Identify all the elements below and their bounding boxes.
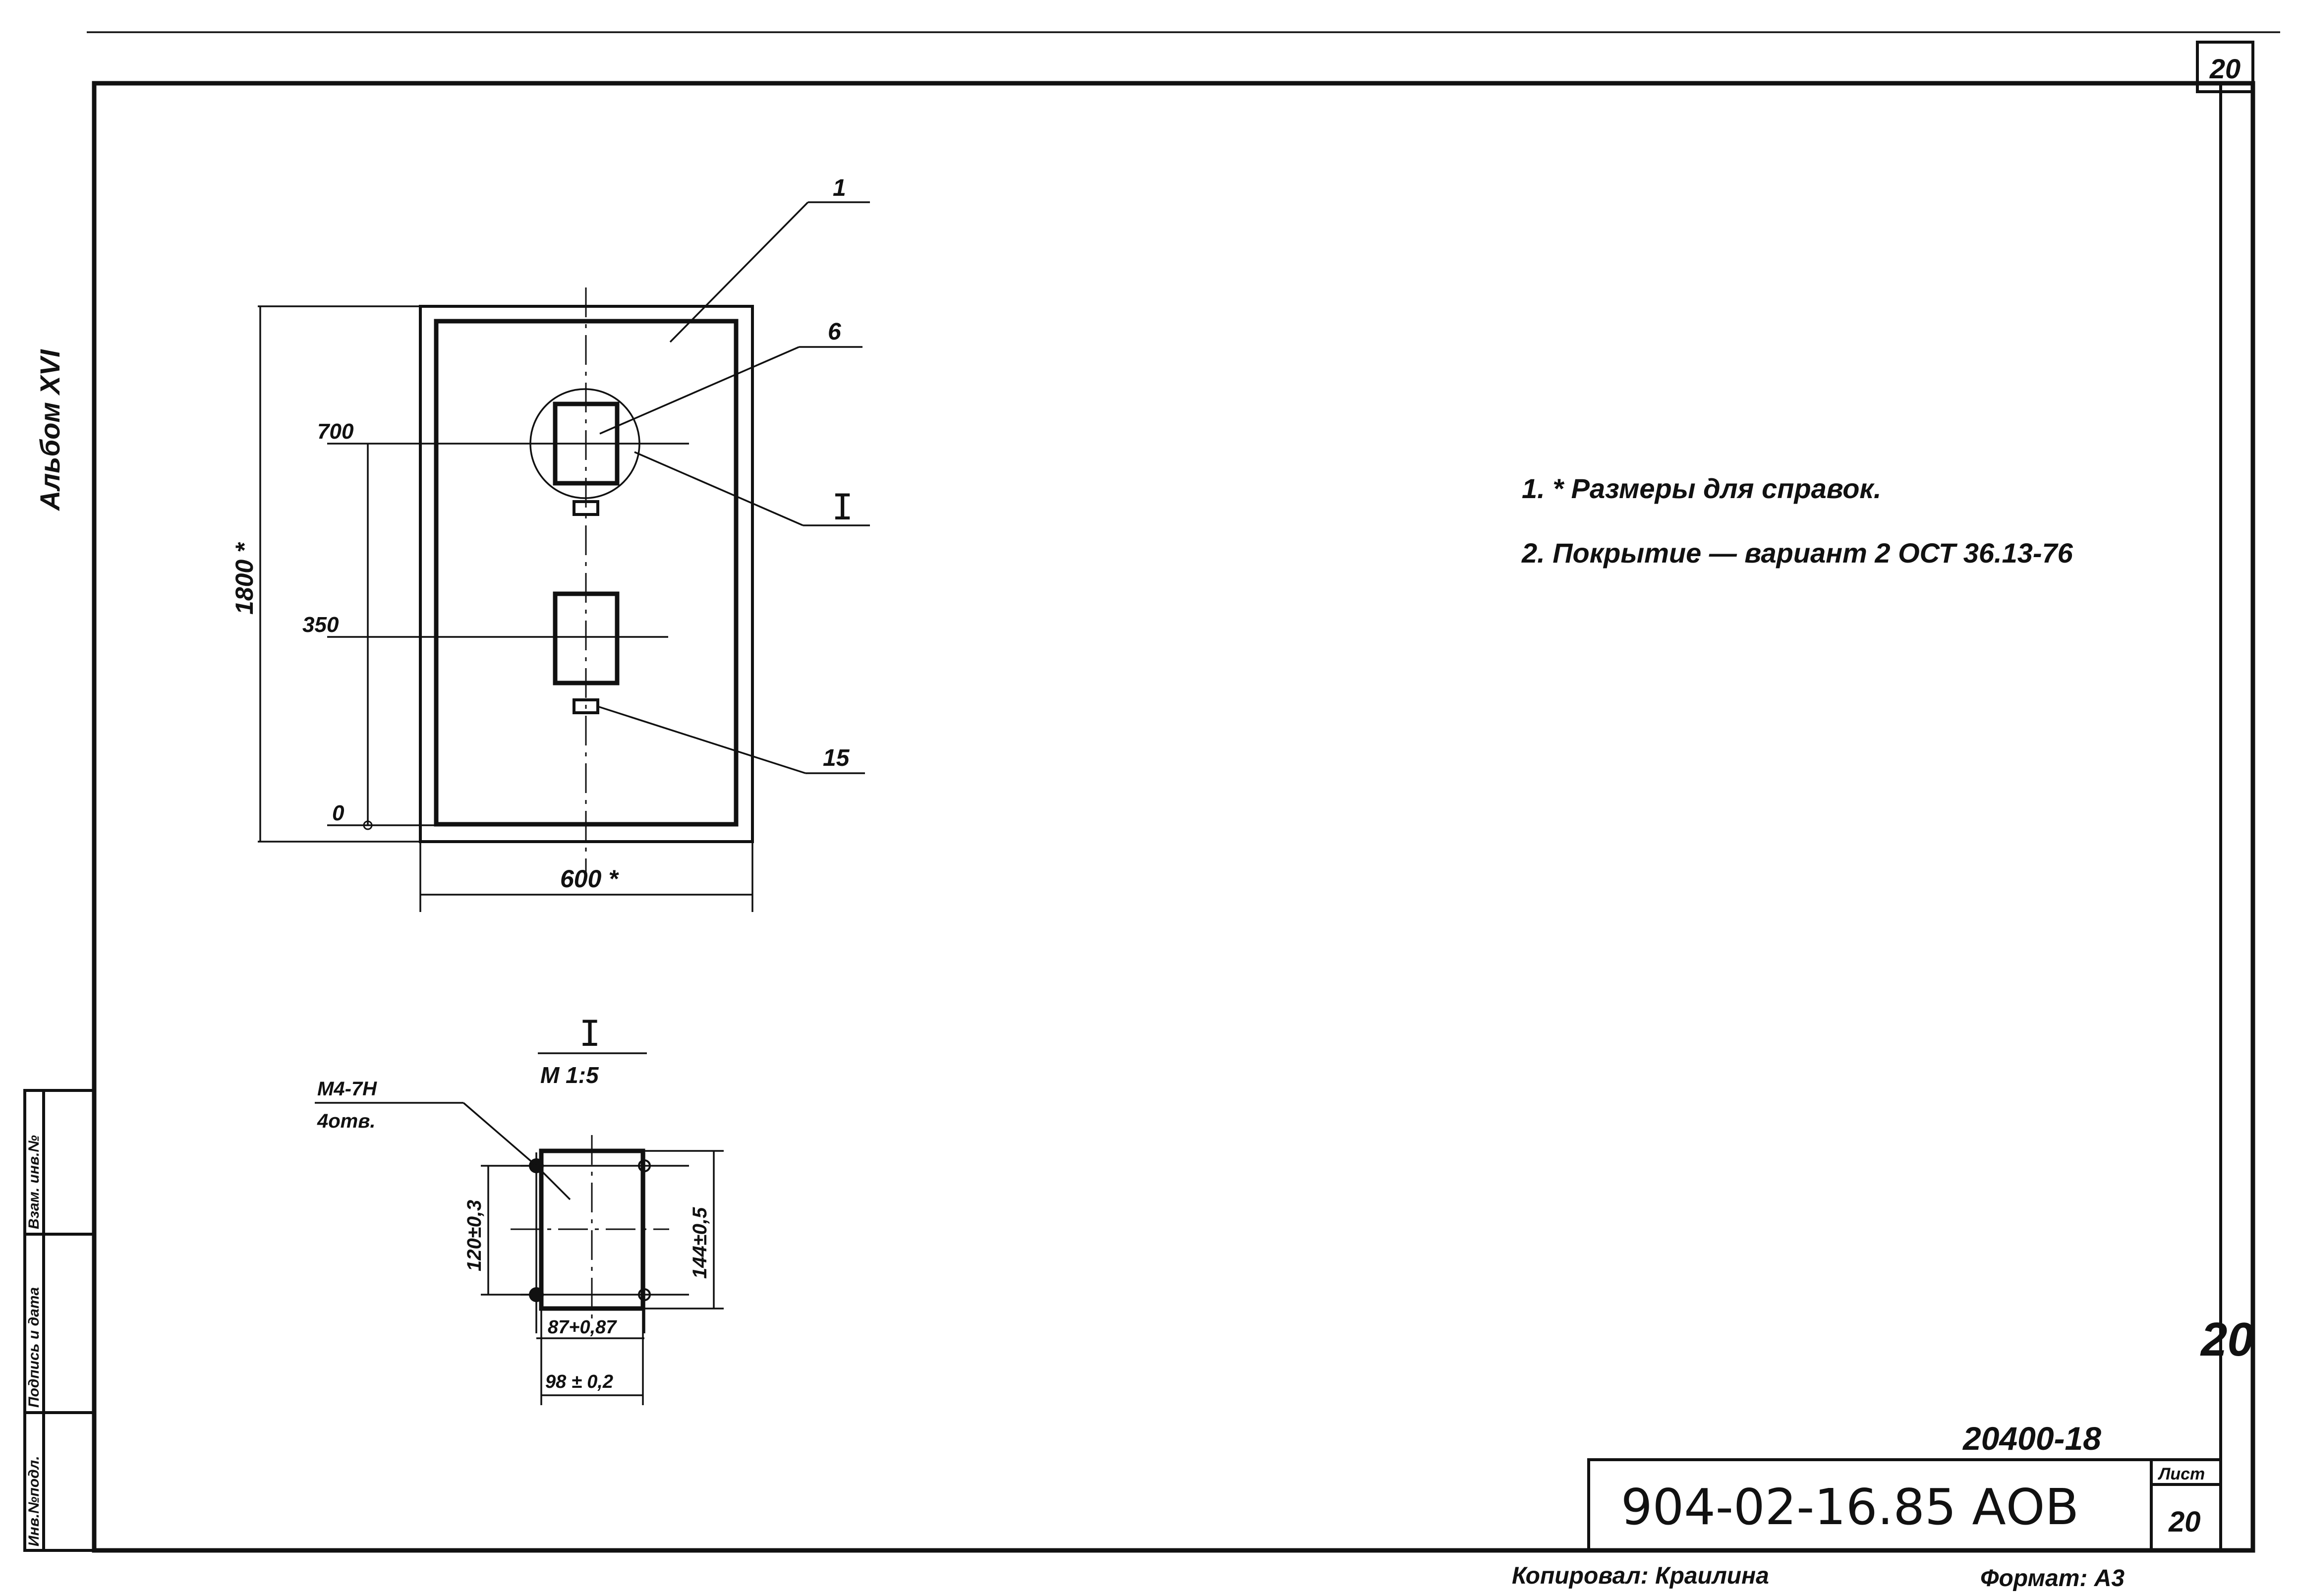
album-label: Альбом XVI <box>34 349 65 512</box>
height-dimension: 1800 * <box>230 542 258 615</box>
archive-number: 20400-18 <box>1962 1420 2101 1457</box>
holes-label: 4отв. <box>317 1110 376 1132</box>
side-stamp: Взам. инв.№ Подпись и дата Инв.№подл. <box>23 1089 96 1552</box>
level-350: 350 <box>302 613 339 637</box>
thread-label: М4-7Н <box>317 1078 377 1100</box>
format-label: Формат: А3 <box>1980 1565 2125 1592</box>
width-dimension: 600 * <box>560 865 619 893</box>
stamp-inv-replace: Взам. инв.№ <box>26 1135 42 1229</box>
stamp-inv-orig: Инв.№подл. <box>26 1456 42 1546</box>
dim-width-inner: 87+0,87 <box>548 1317 617 1338</box>
sheet-number: 20 <box>2168 1506 2201 1538</box>
dim-width-outer: 98 ± 0,2 <box>545 1371 613 1392</box>
callout-15: 15 <box>823 745 850 771</box>
outer-border <box>92 81 2255 1553</box>
detail-title: I <box>579 1013 600 1054</box>
device-middle <box>553 591 620 685</box>
detail-scale: М 1:5 <box>540 1062 599 1088</box>
callout-1: 1 <box>833 175 846 201</box>
notes: 1. * Размеры для справок. 2. Покрытие — … <box>1521 473 2073 569</box>
side-stamp-border <box>23 1089 96 1552</box>
callout-6: 6 <box>828 319 841 345</box>
title-block-border <box>1587 1458 2222 1552</box>
stamp-sign-date: Подпись и дата <box>26 1287 42 1408</box>
page-number-box <box>2196 41 2254 93</box>
note-1: 1. * Размеры для справок. <box>1522 473 1881 504</box>
level-700: 700 <box>317 419 354 444</box>
dim-height-inner: 120±0,3 <box>463 1200 485 1271</box>
detail-view: I М 1:5 М4-7Н 4отв. 120±0,3 144±0,5 <box>315 1013 724 1405</box>
document-code: 904-02-16.85 АОВ <box>1621 1478 2079 1536</box>
page-number: 20 <box>2209 53 2241 84</box>
sheet-label: Лист <box>2157 1465 2205 1483</box>
sheet-frame: 20 <box>87 31 2280 1553</box>
connector-upper <box>573 500 599 516</box>
copied-by: Копировал: Краилина <box>1512 1563 1769 1589</box>
level-0: 0 <box>332 801 345 825</box>
main-view: 700 350 0 1800 * 600 * 1 6 I 15 <box>230 175 870 912</box>
dim-height-outer: 144±0,5 <box>689 1207 711 1279</box>
note-2: 2. Покрытие — вариант 2 ОСТ 36.13-76 <box>1521 537 2073 569</box>
detail-ref-marker: I <box>832 486 853 528</box>
handwritten-number: 20 <box>2200 1313 2254 1366</box>
title-block: 20 20400-18 904-02-16.85 АОВ Лист 20 Коп… <box>1512 1313 2254 1592</box>
